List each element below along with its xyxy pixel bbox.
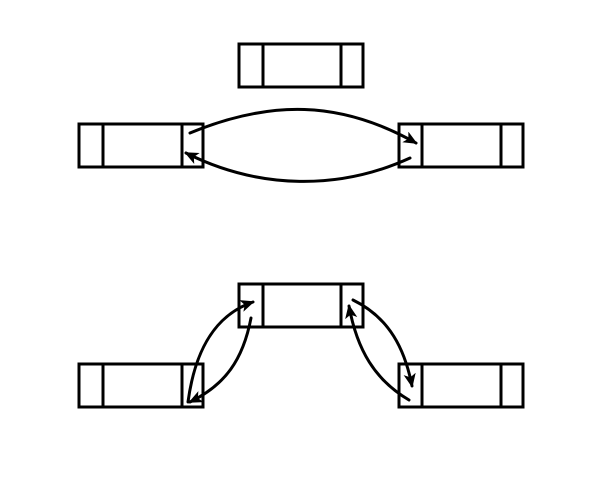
node-bottom-center-box <box>237 282 365 329</box>
node-bottom-right-box <box>397 362 525 409</box>
node-top-center <box>237 42 365 89</box>
link-top-right-to-left <box>184 151 412 183</box>
node-bottom-left-box <box>77 362 205 409</box>
node-top-left <box>77 122 205 169</box>
node-top-center-box <box>237 42 365 89</box>
link-bottom-center-to-right <box>351 298 416 388</box>
link-bottom-right-to-center <box>345 304 411 402</box>
node-top-left-box <box>77 122 205 169</box>
link-bottom-center-to-left <box>188 316 253 404</box>
node-top-right <box>397 122 525 169</box>
link-top-left-to-right <box>188 107 418 145</box>
node-bottom-left <box>77 362 205 409</box>
node-top-right-box <box>397 122 525 169</box>
node-bottom-center <box>237 282 365 329</box>
link-bottom-left-to-center <box>186 300 255 404</box>
node-bottom-right <box>397 362 525 409</box>
